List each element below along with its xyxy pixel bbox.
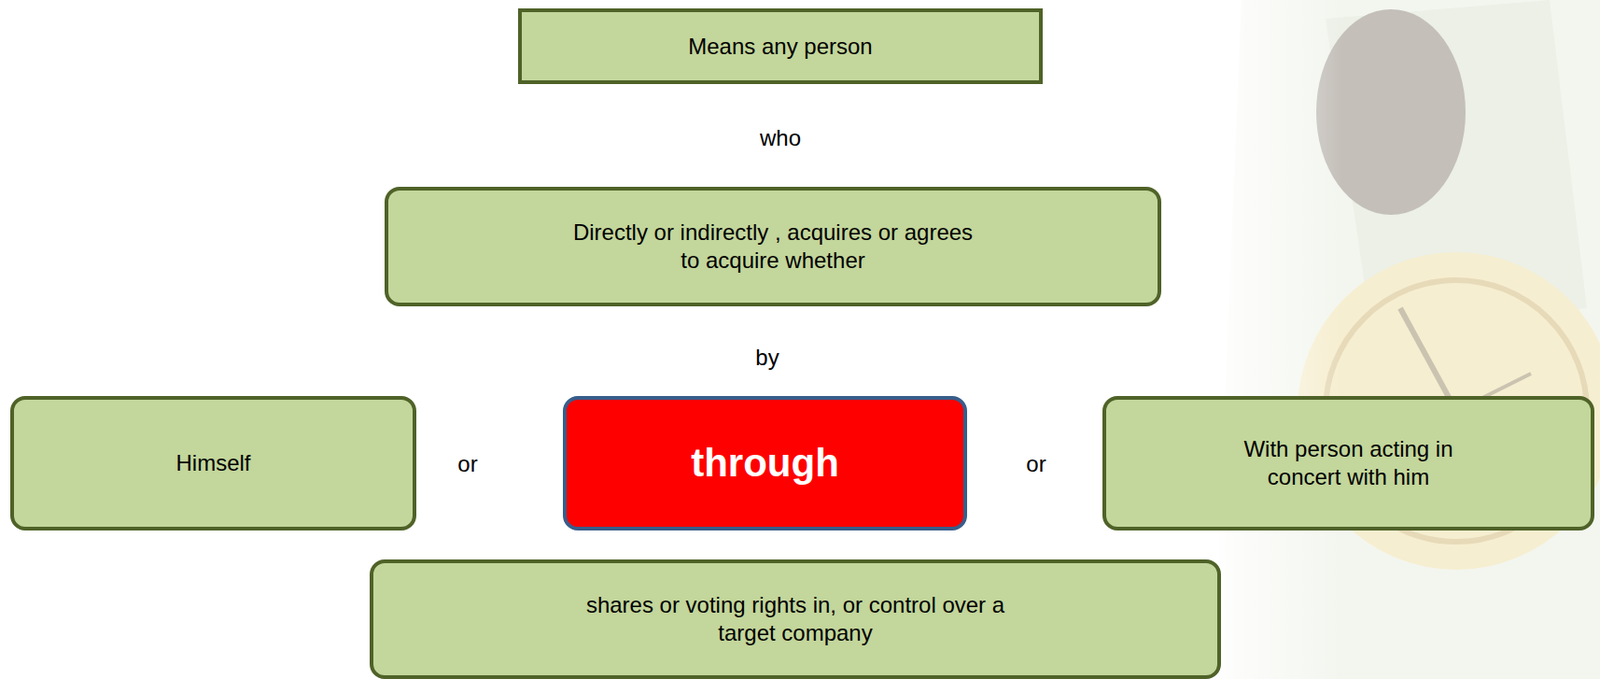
box-text: through bbox=[690, 438, 840, 489]
connector-word: by bbox=[755, 344, 779, 372]
box-text: Directly or indirectly , acquires or agr… bbox=[562, 218, 983, 275]
box-text: shares or voting rights in, or control o… bbox=[575, 590, 1015, 647]
fade bbox=[1204, 0, 1600, 679]
box-text: Himself bbox=[175, 449, 251, 478]
connector-word: or bbox=[1025, 450, 1046, 478]
object-box: shares or voting rights in, or control o… bbox=[369, 559, 1222, 679]
condition-box: Directly or indirectly , acquires or agr… bbox=[384, 186, 1162, 307]
connector-word: or bbox=[457, 450, 478, 478]
option-box: With person acting in concert with him bbox=[1102, 395, 1595, 531]
box-text: Means any person bbox=[687, 32, 872, 61]
highlight-box: through bbox=[562, 395, 968, 531]
option-box: Himself bbox=[10, 395, 417, 531]
box-text: With person acting in concert with him bbox=[1208, 435, 1489, 492]
definition-box: Means any person bbox=[518, 8, 1043, 85]
connector-word: who bbox=[759, 125, 801, 153]
